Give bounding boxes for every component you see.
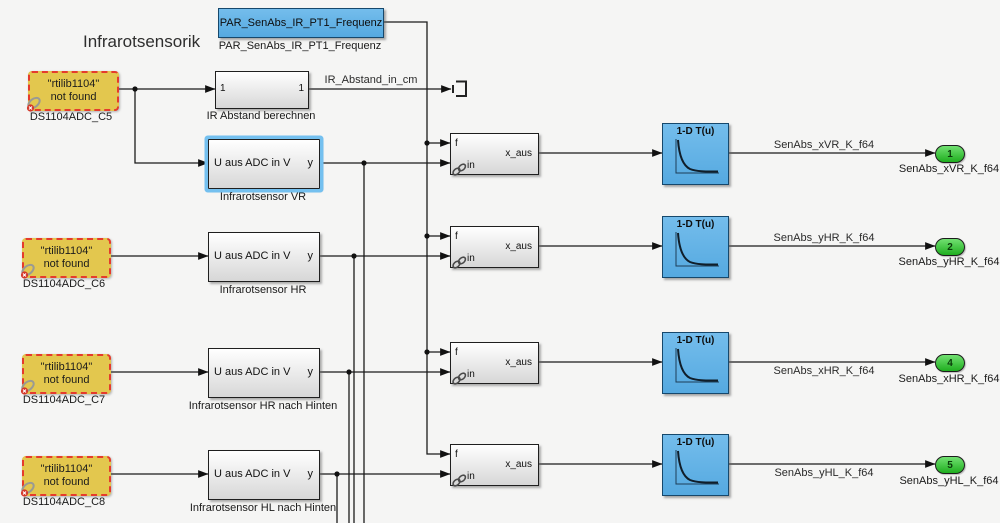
broken-link-badge-icon [20, 263, 35, 279]
lookup-table-block[interactable]: 1-D T(u) [662, 123, 729, 185]
signal-label: SenAbs_xVR_K_f64 [773, 139, 875, 151]
adc-block-label: DS1104ADC_C7 [22, 394, 106, 406]
output-port[interactable]: 2 [935, 238, 965, 256]
adc-block-label: DS1104ADC_C8 [22, 496, 106, 508]
sensor-block-label: Infrarotsensor HL nach Hinten [189, 502, 337, 514]
broken-link-badge-icon [20, 379, 35, 395]
sensor-block-text: U aus ADC in V [214, 366, 291, 378]
signal-label: SenAbs_yHL_K_f64 [774, 467, 874, 479]
filter-inport-f: f [455, 347, 458, 358]
output-port-label: SenAbs_xVR_K_f64 [898, 163, 1000, 175]
terminator-icon [452, 80, 467, 97]
filter-inport-f: f [455, 231, 458, 242]
sensor-outport-label: y [307, 250, 314, 262]
chain-link-icon [452, 474, 467, 487]
parameter-block-text: PAR_SenAbs_IR_PT1_Frequenz [219, 17, 383, 29]
signal-label: SenAbs_xHR_K_f64 [773, 365, 875, 377]
broken-link-badge-icon [26, 96, 41, 112]
lookup-curve-icon [675, 232, 719, 267]
outport-label: 1 [298, 83, 304, 94]
filter-inport-in: in [467, 471, 475, 482]
output-port-label: SenAbs_yHR_K_f64 [898, 256, 1000, 268]
sensor-subsystem-block-hl-hinten[interactable]: U aus ADC in V y [208, 450, 320, 500]
filter-subsystem-block[interactable]: f in x_aus [450, 342, 539, 385]
lookup-table-title: 1-D T(u) [676, 437, 715, 448]
filter-subsystem-block[interactable]: f in x_aus [450, 133, 539, 176]
chain-link-icon [452, 163, 467, 176]
output-port-number: 2 [947, 241, 953, 253]
sensor-block-label: Infrarotsensor HR [219, 284, 307, 296]
filter-inport-in: in [467, 369, 475, 380]
error-text: not found [43, 476, 90, 488]
filter-outport-xaus: x_aus [505, 459, 532, 470]
sensor-block-label: Infrarotsensor VR [219, 191, 307, 203]
ir-abstand-subsystem-block[interactable]: 1 1 [215, 71, 309, 109]
error-text: "rtilib1104" [40, 245, 93, 257]
filter-outport-xaus: x_aus [505, 148, 532, 159]
error-text: not found [43, 258, 90, 270]
adc-block-label: DS1104ADC_C6 [22, 278, 106, 290]
inport-label: 1 [220, 83, 226, 94]
lookup-curve-icon [675, 348, 719, 383]
parameter-block[interactable]: PAR_SenAbs_IR_PT1_Frequenz [218, 8, 384, 38]
sensor-subsystem-block-vr[interactable]: U aus ADC in V y [208, 139, 320, 189]
sensor-outport-label: y [307, 157, 314, 169]
filter-subsystem-block[interactable]: f in x_aus [450, 226, 539, 269]
sensor-outport-label: y [307, 366, 314, 378]
filter-subsystem-block[interactable]: f in x_aus [450, 444, 539, 487]
chain-link-icon [452, 372, 467, 385]
signal-label: SenAbs_yHR_K_f64 [773, 232, 875, 244]
error-text: "rtilib1104" [47, 78, 100, 90]
output-port-number: 1 [947, 148, 953, 160]
ir-abstand-block-label: IR Abstand berechnen [206, 110, 316, 122]
sensor-block-text: U aus ADC in V [214, 157, 291, 169]
error-text: not found [43, 374, 90, 386]
adc-error-block[interactable]: "rtilib1104" not found [20, 456, 111, 497]
page-title: Infrarotsensorik [83, 32, 201, 51]
filter-outport-xaus: x_aus [505, 357, 532, 368]
sensor-outport-label: y [307, 468, 314, 480]
error-text: "rtilib1104" [40, 361, 93, 373]
error-text: not found [50, 91, 97, 103]
filter-inport-f: f [455, 138, 458, 149]
sensor-block-text: U aus ADC in V [214, 468, 291, 480]
lookup-table-title: 1-D T(u) [676, 219, 715, 230]
adc-error-block[interactable]: "rtilib1104" not found [26, 71, 119, 112]
lookup-curve-icon [675, 450, 719, 485]
chain-link-icon [452, 256, 467, 269]
parameter-block-label: PAR_SenAbs_IR_PT1_Frequenz [218, 40, 382, 52]
output-port[interactable]: 1 [935, 145, 965, 163]
lookup-table-title: 1-D T(u) [676, 126, 715, 137]
signal-label-ir-abstand: IR_Abstand_in_cm [324, 74, 418, 86]
sensor-subsystem-block-hr-hinten[interactable]: U aus ADC in V y [208, 348, 320, 398]
sensor-block-label: Infrarotsensor HR nach Hinten [188, 400, 338, 412]
lookup-table-title: 1-D T(u) [676, 335, 715, 346]
lookup-curve-icon [675, 139, 719, 174]
error-text: "rtilib1104" [40, 463, 93, 475]
filter-inport-f: f [455, 449, 458, 460]
output-port-label: SenAbs_yHL_K_f64 [899, 475, 999, 487]
adc-error-block[interactable]: "rtilib1104" not found [20, 354, 111, 395]
filter-inport-in: in [467, 253, 475, 264]
lookup-table-block[interactable]: 1-D T(u) [662, 332, 729, 394]
output-port[interactable]: 5 [935, 456, 965, 474]
sensor-block-text: U aus ADC in V [214, 250, 291, 262]
lookup-table-block[interactable]: 1-D T(u) [662, 216, 729, 278]
output-port-number: 5 [947, 459, 953, 471]
adc-block-label: DS1104ADC_C5 [29, 111, 113, 123]
broken-link-badge-icon [20, 481, 35, 497]
lookup-table-block[interactable]: 1-D T(u) [662, 434, 729, 496]
output-port[interactable]: 4 [935, 354, 965, 372]
filter-outport-xaus: x_aus [505, 241, 532, 252]
filter-inport-in: in [467, 160, 475, 171]
output-port-number: 4 [947, 357, 953, 369]
sensor-subsystem-block-hr[interactable]: U aus ADC in V y [208, 232, 320, 282]
output-port-label: SenAbs_xHR_K_f64 [898, 373, 1000, 385]
adc-error-block[interactable]: "rtilib1104" not found [20, 238, 111, 279]
